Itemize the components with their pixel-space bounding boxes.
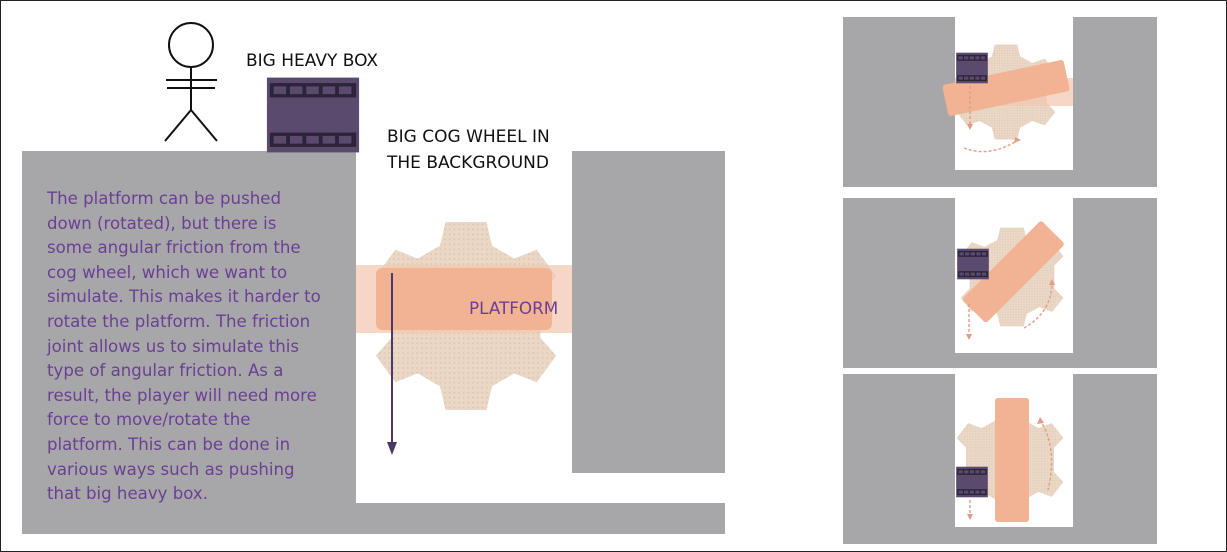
big-heavy-box	[266, 77, 360, 153]
explanation-line: force to move/rotate the	[47, 410, 251, 430]
explanation-line: cog wheel, which we want to	[47, 262, 288, 282]
panel-2	[843, 198, 1157, 368]
explanation-line: down (rotated), but there is	[47, 213, 277, 233]
platform	[376, 268, 552, 330]
platform-label: PLATFORM	[469, 298, 559, 318]
main-scene	[22, 22, 725, 534]
right-wall	[572, 151, 725, 473]
cog-label-line1: BIG COG WHEEL IN	[387, 127, 550, 147]
explanation-line: simulate. This makes it harder to	[47, 287, 321, 307]
explanation-line: The platform can be pushed	[47, 189, 281, 208]
panel-3	[843, 374, 1157, 544]
explanation-line: some angular friction from the	[47, 238, 301, 258]
floor-slab	[356, 503, 725, 534]
left-ledge	[22, 151, 356, 534]
explanation-line: various ways such as pushing	[47, 459, 295, 479]
explanation-text: The platform can be pushed down (rotated…	[47, 187, 347, 507]
stick-figure	[164, 22, 218, 142]
explanation-line: that big heavy box.	[47, 484, 209, 504]
explanation-line: joint allows us to simulate this	[47, 336, 300, 356]
panel-1	[843, 17, 1157, 187]
explanation-line: type of angular friction. As a	[47, 361, 284, 381]
explanation-line: platform. This can be done in	[47, 434, 291, 454]
explanation-line: result, the player will need more	[47, 385, 317, 405]
push-down-arrow	[387, 273, 397, 455]
explanation-line: rotate the platform. The friction	[47, 311, 311, 331]
box-label: BIG HEAVY BOX	[246, 51, 379, 71]
cog-label-line2: THE BACKGROUND	[387, 153, 549, 173]
